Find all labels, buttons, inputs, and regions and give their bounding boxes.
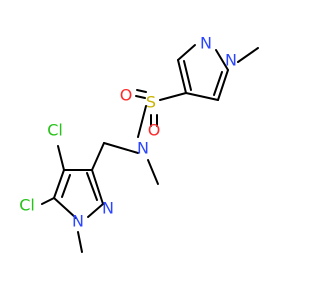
bond bbox=[77, 231, 83, 253]
bond bbox=[57, 145, 65, 171]
bond bbox=[147, 159, 159, 185]
bond bbox=[53, 197, 77, 219]
bond bbox=[53, 169, 65, 199]
chlorine-atom-label: Cl bbox=[47, 121, 63, 140]
bond bbox=[183, 60, 192, 91]
bond bbox=[177, 59, 187, 94]
bond bbox=[41, 197, 55, 205]
bond bbox=[213, 71, 223, 96]
nitrogen-atom-label: N bbox=[137, 139, 149, 158]
nitrogen-atom-label: N bbox=[72, 212, 84, 231]
bond bbox=[87, 203, 104, 218]
bond bbox=[237, 47, 259, 63]
molecule-structure: N N S O O N Cl Cl N N bbox=[19, 34, 259, 253]
molecule-canvas: N N S O O N Cl Cl N N bbox=[19, 33, 259, 253]
bond bbox=[185, 92, 219, 101]
bond bbox=[215, 49, 229, 71]
bond bbox=[91, 142, 105, 171]
oxygen-atom-label: O bbox=[148, 121, 161, 140]
bond bbox=[86, 172, 98, 201]
bond bbox=[103, 142, 139, 154]
sulfur-atom-label: S bbox=[146, 93, 156, 112]
bond bbox=[135, 95, 146, 99]
bond bbox=[217, 69, 229, 101]
bond bbox=[177, 44, 196, 61]
bond bbox=[136, 89, 147, 93]
bond bbox=[91, 169, 104, 205]
bonds bbox=[41, 44, 259, 253]
bond bbox=[137, 105, 147, 138]
nitrogen-atom-label: N bbox=[200, 34, 212, 53]
bond bbox=[61, 174, 71, 198]
nitrogen-atom-label: N bbox=[225, 51, 237, 70]
bond bbox=[159, 92, 187, 101]
nitrogen-atom-label: N bbox=[102, 199, 114, 218]
chlorine-atom-label: Cl bbox=[19, 196, 35, 215]
oxygen-atom-label: O bbox=[120, 86, 133, 105]
